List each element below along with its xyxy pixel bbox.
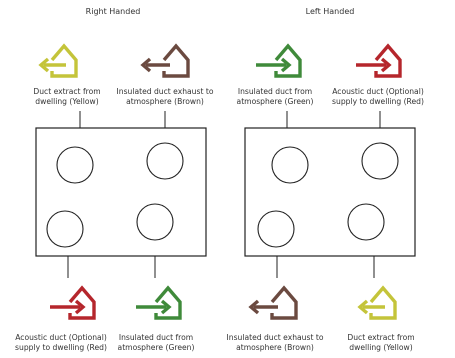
duct-port [136,203,174,241]
house-duct-icon [50,285,96,320]
duct-port [347,203,385,241]
house-outline [274,43,302,78]
house-duct-icon [136,285,182,320]
house-duct-icon [38,43,78,78]
unit-outline [244,127,416,257]
label-green-atmosphere-line1: Insulated duct from [119,333,193,342]
house-duct-icon [248,285,298,320]
house-duct-icon [356,43,402,78]
label-green-atmosphere-line2: atmosphere (Green) [118,343,195,352]
label-acoustic-red-line1: Acoustic duct (Optional) [332,87,424,96]
house-outline [369,285,397,320]
label-duct-extract-yellow-line2: dwelling (Yellow) [35,97,98,106]
label-duct-extract-yellow-line2: dwelling (Yellow) [349,343,412,352]
unit-outline [35,127,207,257]
arrow-head-icon [248,299,260,315]
label-acoustic-red-line2: supply to dwelling (Red) [15,343,107,352]
arrow-head-icon [38,57,50,73]
arrow-head-icon [357,299,369,315]
arrow-head-icon [380,57,392,73]
arrow-head-icon [74,299,86,315]
house-outline [50,43,78,78]
label-acoustic-red-line2: supply to dwelling (Red) [332,97,424,106]
label-green-atmosphere-line2: atmosphere (Green) [237,97,314,106]
label-exhaust-brown-line2: atmosphere (Brown) [126,97,204,106]
house-outline [68,285,96,320]
label-exhaust-brown-line2: atmosphere (Brown) [236,343,314,352]
house-outline [162,43,190,78]
arrow-head-icon [280,57,292,73]
label-duct-extract-yellow-line1: Duct extract from [33,87,100,96]
label-exhaust-brown-line1: Insulated duct exhaust to [227,333,324,342]
house-outline [154,285,182,320]
arrow-head-icon [160,299,172,315]
left-handed-section: Left Handed Insulated duct from atmosphe… [227,7,424,352]
duct-port [146,142,184,180]
house-outline [270,285,298,320]
house-duct-icon [357,285,397,320]
house-duct-icon [140,43,190,78]
left-handed-heading: Left Handed [306,7,355,16]
right-handed-heading: Right Handed [86,7,141,16]
label-acoustic-red-line1: Acoustic duct (Optional) [15,333,107,342]
house-duct-icon [256,43,302,78]
duct-port [46,210,84,248]
label-green-atmosphere-line1: Insulated duct from [238,87,312,96]
duct-port [56,146,94,184]
duct-port [271,146,309,184]
label-duct-extract-yellow-line1: Duct extract from [347,333,414,342]
arrow-head-icon [140,57,152,73]
duct-port [361,142,399,180]
house-outline [374,43,402,78]
label-exhaust-brown-line1: Insulated duct exhaust to [117,87,214,96]
duct-port [257,210,295,248]
right-handed-section: Right Handed Duct extract from dwelling … [15,7,214,352]
